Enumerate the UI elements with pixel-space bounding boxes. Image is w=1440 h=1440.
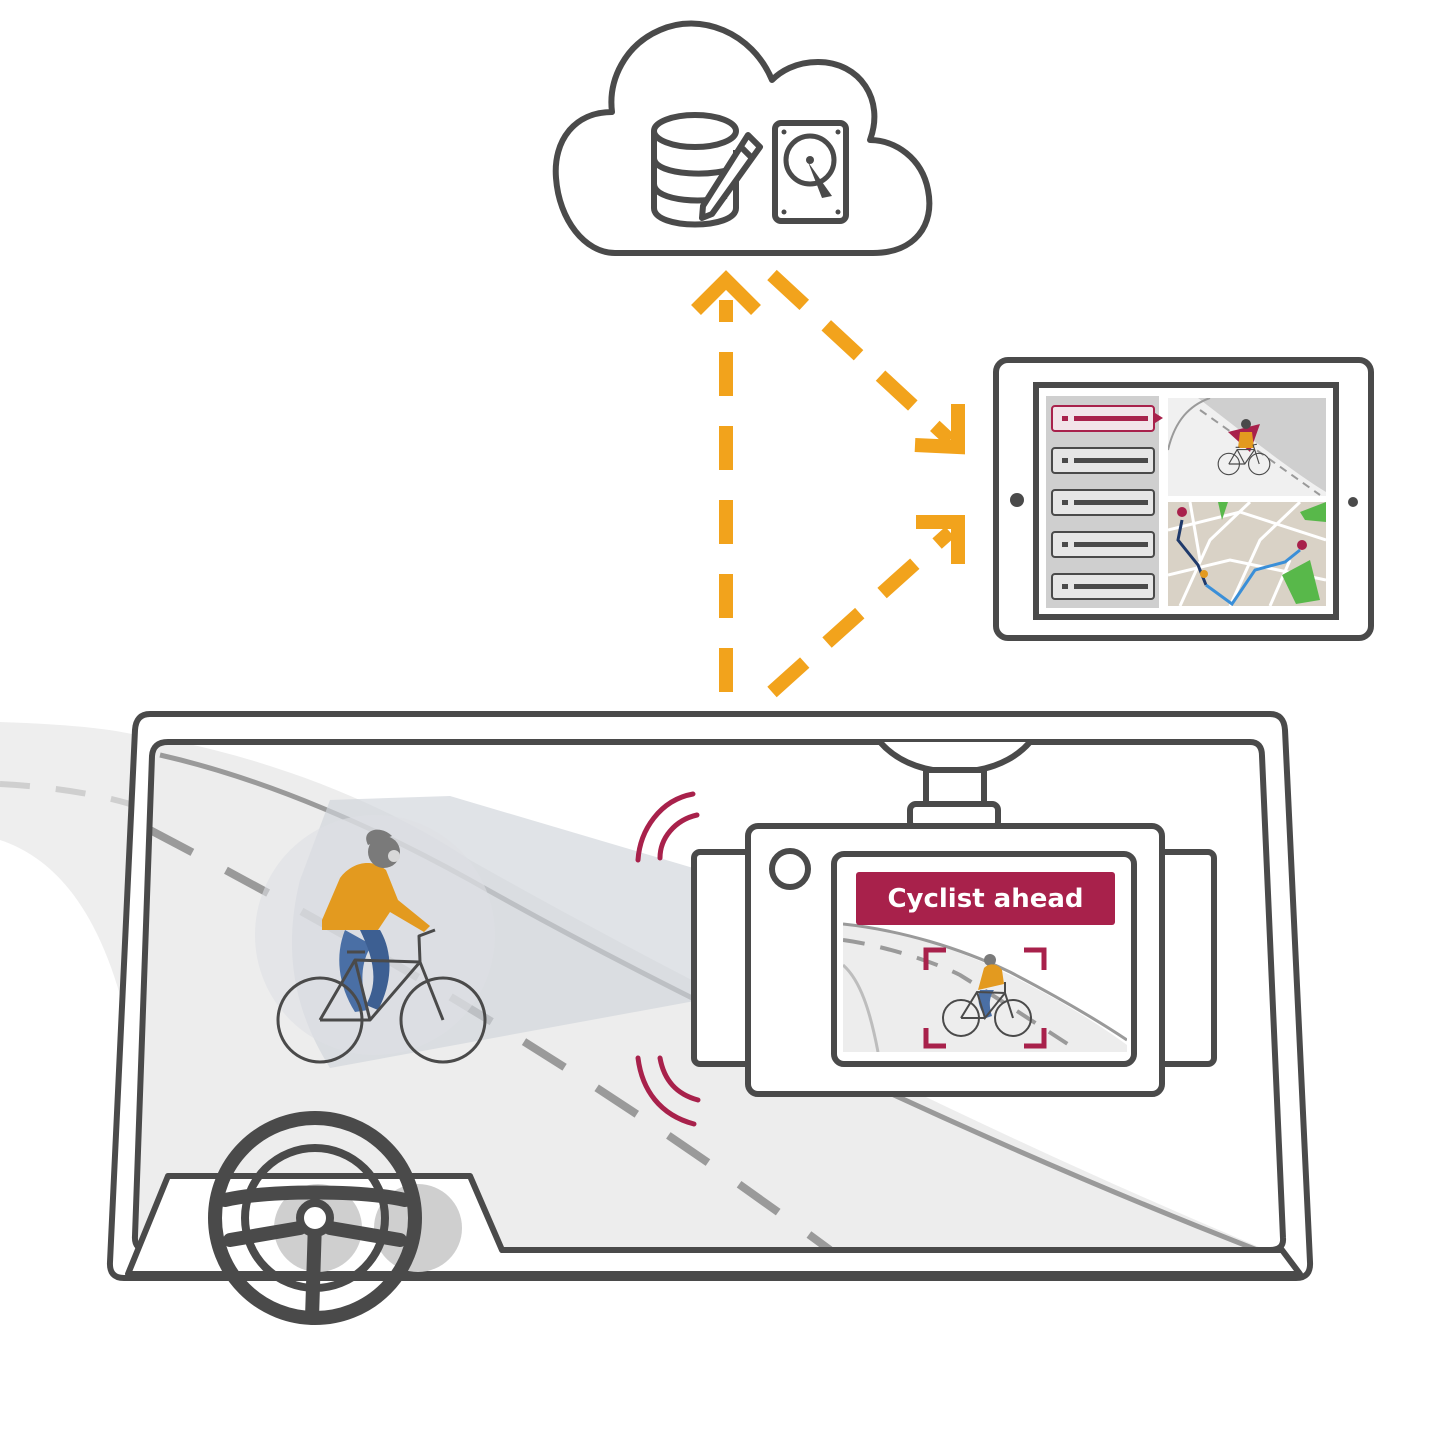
cloud-to-tablet-arrow bbox=[767, 269, 955, 446]
upload-arrow-head bbox=[691, 270, 761, 315]
detected-cyclist bbox=[942, 954, 1032, 1037]
camera-lens-icon bbox=[769, 848, 811, 890]
alert-label: Cyclist ahead bbox=[887, 884, 1083, 914]
car-to-tablet-arrow-head bbox=[916, 515, 965, 564]
map-icon bbox=[1168, 502, 1326, 606]
tablet-video-frame bbox=[1168, 398, 1326, 496]
dashcam-icon: Cyclist ahead bbox=[691, 739, 1217, 1097]
database-edit-icon bbox=[651, 112, 763, 228]
outside-road bbox=[0, 722, 140, 1060]
tablet-icon bbox=[993, 357, 1374, 641]
car-to-tablet-arrow bbox=[767, 526, 955, 698]
detection-box bbox=[923, 947, 1047, 1049]
cloud-group bbox=[552, 20, 933, 256]
steering-wheel-icon bbox=[208, 1111, 422, 1325]
wireless-signal-icon bbox=[635, 791, 701, 1127]
tablet-event-list bbox=[1051, 405, 1163, 600]
hard-drive-icon bbox=[772, 120, 849, 224]
alert-banner: Cyclist ahead bbox=[856, 872, 1115, 925]
data-flow-arrows bbox=[691, 269, 965, 698]
cyclist-icon bbox=[276, 829, 487, 1064]
cloud-to-tablet-arrow-head bbox=[914, 404, 965, 455]
